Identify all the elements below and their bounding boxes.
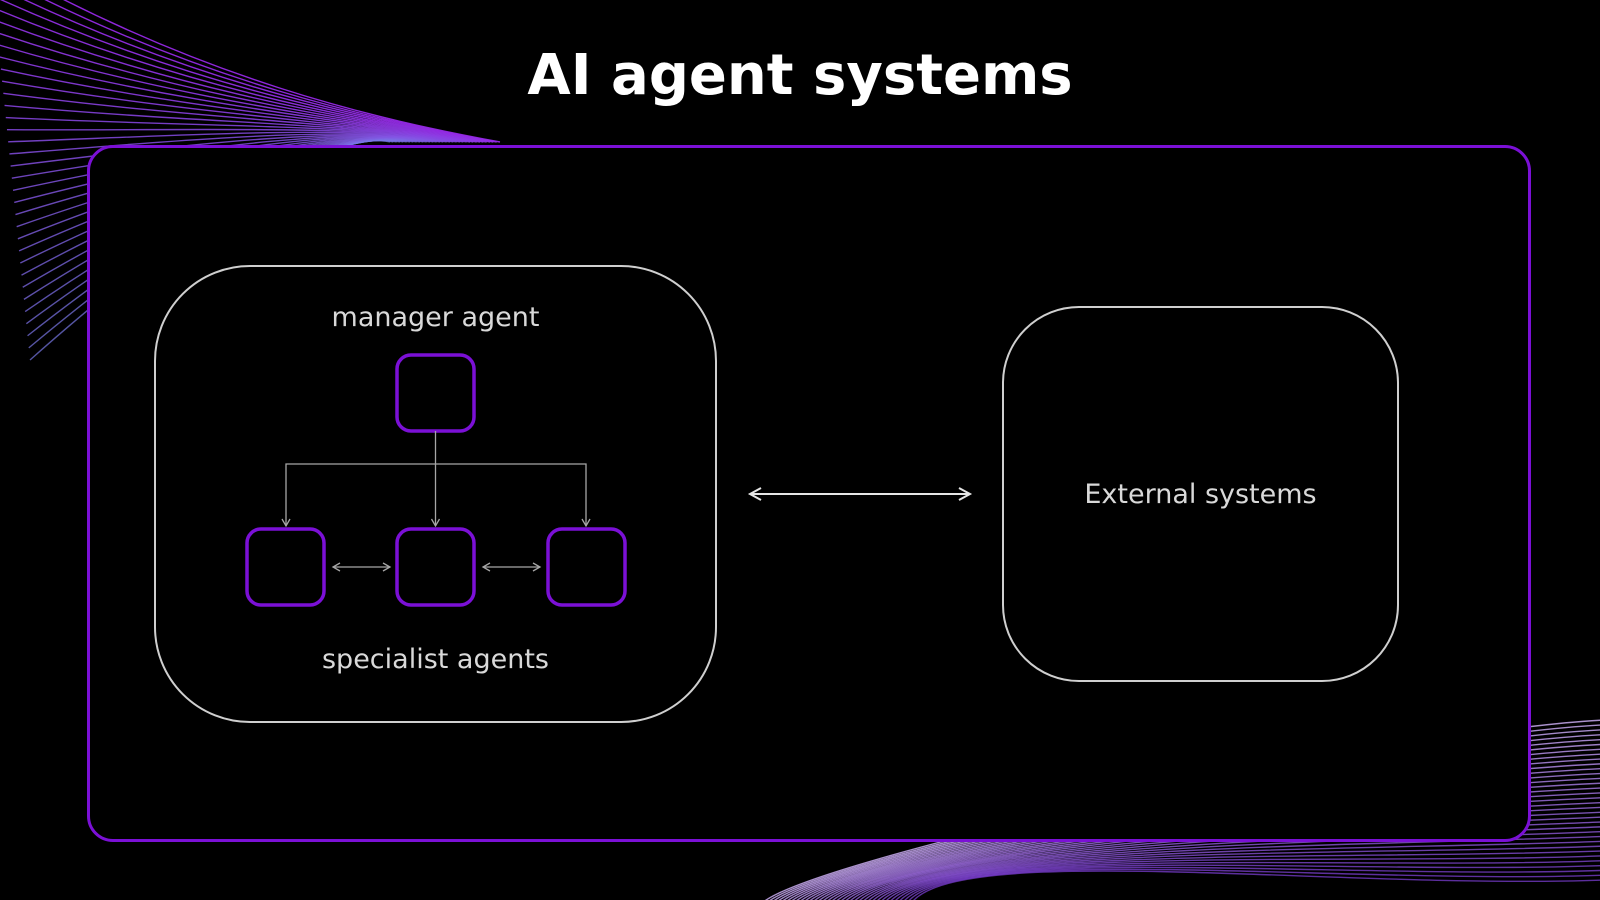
wave-line [886,850,1600,900]
wave-line [44,0,497,143]
wave-line [904,866,1600,900]
wave-line [0,0,491,143]
wave-line [0,21,484,143]
agent-system-container [154,265,717,723]
manager-agent-label: manager agent [331,302,540,333]
specialist-agent-node-left [245,527,326,607]
wave-line [899,864,1600,900]
wave-line [877,840,1600,900]
external-systems-container [1002,306,1399,682]
manager-to-specialist-connectors [281,431,591,528]
wave-line [890,855,1600,900]
wave-line [0,32,481,143]
wave-line [881,845,1600,900]
wave-line [23,0,494,143]
wave-line [908,868,1600,900]
specialist-agents-label: specialist agents [321,644,549,675]
external-systems-label: External systems [1084,479,1317,510]
wave-line [0,56,474,143]
specialist-agent-node-right [546,527,627,607]
wave-line [913,870,1600,900]
wave-line [0,44,477,143]
wave-line [0,9,487,143]
wave-line [895,860,1600,900]
manager-agent-node [395,353,476,433]
slide-title: AI agent systems [527,43,1073,108]
specialist-agent-node-center [395,527,476,607]
